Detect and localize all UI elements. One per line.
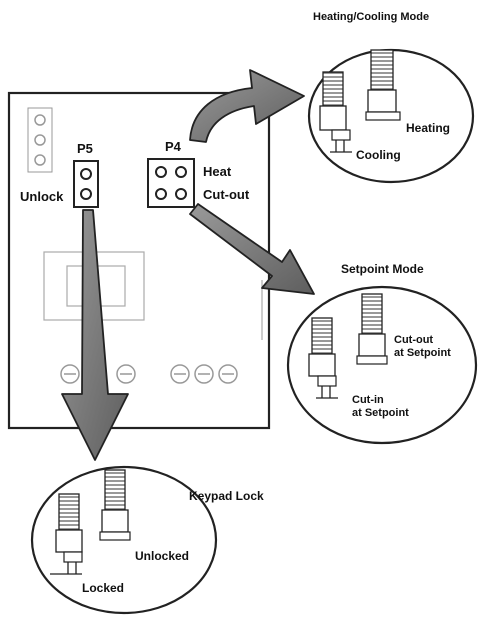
cooling-jumper (319, 71, 352, 153)
p4-jumper-header (147, 158, 195, 208)
heating-label: Heating (406, 121, 451, 135)
cooling-label: Cooling (356, 148, 401, 162)
heating-cooling-title: Heating/Cooling Mode (313, 11, 430, 23)
board-connector-strip (27, 107, 53, 173)
heating-jumper (365, 49, 401, 121)
heat-label: Heat (203, 164, 232, 179)
cutin-setpoint-line1: Cut-in (352, 394, 384, 406)
cutout-setpoint-label: Cut-out at Setpoint (394, 334, 451, 360)
keypad-lock-inset (30, 465, 218, 615)
setpoint-title: Setpoint Mode (341, 262, 424, 276)
locked-label: Locked (82, 581, 125, 595)
cutout-label: Cut-out (203, 187, 250, 202)
cutin-setpoint-line2: at Setpoint (352, 407, 409, 419)
arrow-to-keypad-lock (61, 209, 129, 461)
p5-jumper-header (73, 160, 99, 208)
unlocked-jumper (99, 469, 131, 541)
setpoint-inset (286, 285, 478, 445)
locked-jumper (50, 493, 83, 575)
circuit-board (7, 91, 271, 430)
arrow-to-heating-cooling (189, 69, 305, 143)
keypad-lock-title: Keypad Lock (189, 489, 264, 503)
arrow-to-setpoint (189, 203, 315, 295)
cutout-setpoint-line2: at Setpoint (394, 347, 451, 359)
heating-cooling-inset (307, 48, 475, 184)
p5-label: P5 (77, 141, 93, 156)
p4-label: P4 (165, 139, 181, 154)
cutin-jumper (308, 317, 338, 399)
cutout-jumper (356, 293, 388, 365)
terminal-screws (60, 364, 238, 384)
unlocked-label: Unlocked (135, 549, 190, 563)
cutin-setpoint-label: Cut-in at Setpoint (352, 394, 409, 420)
unlock-label: Unlock (20, 189, 64, 204)
cutout-setpoint-line1: Cut-out (394, 334, 434, 346)
